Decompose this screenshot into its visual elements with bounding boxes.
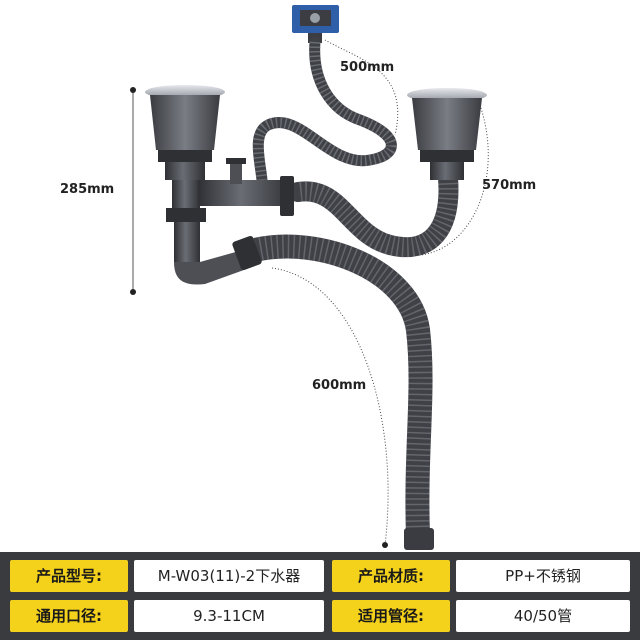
- dimension-curves: [271, 39, 489, 546]
- spec-value-model: M-W03(11)-2下水器: [134, 560, 324, 592]
- spec-label-pipe-diameter: 适用管径:: [332, 600, 450, 632]
- spec-row: 通用口径: 9.3-11CM 适用管径: 40/50管: [10, 600, 630, 632]
- height-dimension-label: 285mm: [60, 182, 115, 197]
- hose-end-cap: [404, 528, 434, 550]
- left-basket-strainer: [145, 85, 225, 180]
- height-dimension-line: [130, 87, 136, 295]
- outlet-nut: [232, 235, 262, 271]
- spec-label-caliber: 通用口径:: [10, 600, 128, 632]
- spec-label-material: 产品材质:: [332, 560, 450, 592]
- spec-label-model: 产品型号:: [10, 560, 128, 592]
- right-connecting-hose: [288, 168, 459, 258]
- hose-main-dimension-label: 600mm: [312, 378, 367, 393]
- left-drain-pipe: [166, 158, 294, 285]
- spec-row: 产品型号: M-W03(11)-2下水器 产品材质: PP+不锈钢: [10, 560, 630, 592]
- spec-value-material: PP+不锈钢: [456, 560, 630, 592]
- sink-drain-illustration: [130, 5, 489, 550]
- spec-value-pipe-diameter: 40/50管: [456, 600, 630, 632]
- hose-top-dimension-label: 500mm: [340, 60, 395, 75]
- spec-value-caliber: 9.3-11CM: [134, 600, 324, 632]
- overflow-cover: [292, 5, 339, 43]
- right-basket-strainer: [407, 88, 487, 180]
- hose-right-dimension-label: 570mm: [482, 178, 537, 193]
- spec-panel: 产品型号: M-W03(11)-2下水器 产品材质: PP+不锈钢 通用口径: …: [0, 552, 640, 640]
- dim-end-dot: [382, 542, 388, 548]
- main-outlet-hose: [243, 234, 433, 547]
